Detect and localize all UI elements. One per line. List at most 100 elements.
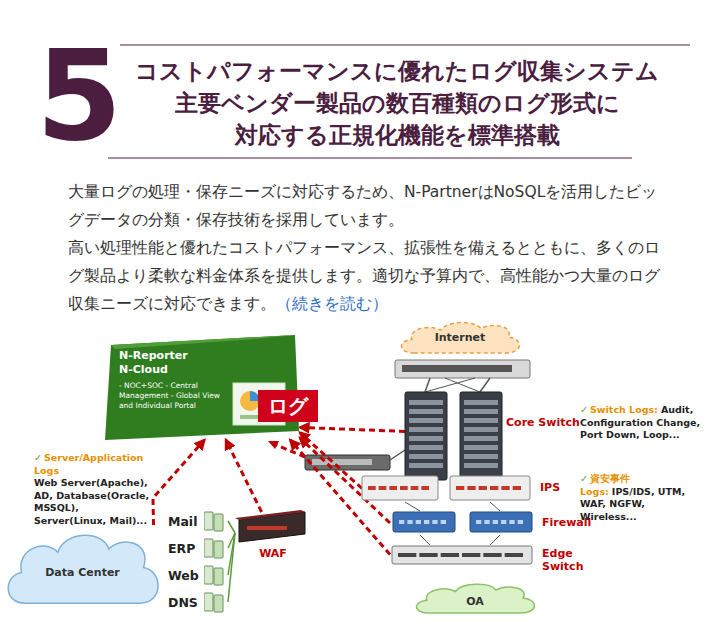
- path-shape: [8, 535, 158, 603]
- log-annotation: ✓Server/Application LogsWeb Server(Apach…: [34, 452, 152, 527]
- rect-shape: [505, 553, 523, 557]
- check-mark: ✓: [34, 452, 42, 463]
- node-label: OA: [466, 589, 484, 608]
- rect-shape: [409, 454, 443, 459]
- rect-shape: [490, 486, 498, 490]
- rect-shape: [450, 476, 530, 500]
- device-node: Core Switch: [405, 390, 582, 482]
- log-flow-line: [274, 444, 305, 457]
- wire: [425, 378, 430, 392]
- rect-shape: [424, 520, 429, 524]
- polygon-shape: [105, 335, 299, 440]
- polygon-shape: [111, 335, 295, 349]
- body-paragraph: 大量ログの処理・保存ニーズに対応するため、N-PartnerはNoSQLを活用し…: [68, 178, 666, 318]
- reporter-panel: N-Reporter N-Cloud - NOC+SOC - Central Ma…: [105, 335, 300, 440]
- server-label: Mail: [168, 514, 204, 529]
- rect-shape: [389, 486, 397, 490]
- rect-shape: [204, 566, 213, 584]
- read-more-link: （続きを読む）: [276, 295, 388, 313]
- rect-shape: [204, 593, 213, 611]
- switch-symbol: [305, 455, 390, 470]
- wire: [390, 450, 405, 460]
- rect-shape: [214, 541, 223, 558]
- rect-shape: [509, 520, 514, 524]
- server-icon: [204, 592, 224, 613]
- rect-shape: [204, 539, 213, 557]
- log-annotation: ✓Switch Logs:Audit, Configuration Change…: [580, 404, 702, 442]
- rect-shape: [501, 486, 509, 490]
- rect-shape: [460, 392, 502, 480]
- rect-shape: [483, 553, 501, 557]
- node-label: N-Reporter N-Cloud: [119, 349, 205, 377]
- arrow-head: [268, 441, 279, 449]
- server-label: ERP: [168, 541, 204, 556]
- server-icon: [204, 511, 224, 532]
- rect-shape: [456, 486, 464, 490]
- path-shape: [401, 323, 519, 353]
- wire: [480, 378, 490, 392]
- node-label: Edge Switch: [542, 547, 586, 573]
- rect-shape: [409, 418, 443, 423]
- log-annotation: ✓資安事件 Logs:IPS/IDS, UTM, WAF, NGFW, Wire…: [580, 473, 702, 523]
- rect-shape: [368, 486, 376, 490]
- device-node: Edge Switch: [390, 545, 590, 577]
- device-node: IPS: [362, 475, 572, 502]
- node-detail: - NOC+SOC - Central Management - Global …: [119, 381, 229, 411]
- rect-shape: [441, 553, 459, 557]
- rect-shape: [416, 520, 421, 524]
- server-node: Web: [168, 564, 228, 586]
- switch-ports: [402, 365, 512, 372]
- rect-shape: [214, 595, 223, 612]
- rect-shape: [464, 418, 498, 423]
- switch-ports: [312, 459, 372, 465]
- rect-shape: [393, 512, 455, 532]
- check-mark: ✓: [580, 404, 588, 415]
- rect-shape: [419, 553, 437, 557]
- rect-shape: [409, 427, 443, 432]
- path-shape: [416, 584, 534, 613]
- rect-shape: [493, 520, 498, 524]
- network-cloud: Data Center: [0, 525, 165, 610]
- server-label: Web: [168, 568, 204, 583]
- log-badge: ログ: [258, 390, 318, 422]
- node-label: Core Switch: [506, 416, 580, 429]
- rect-shape: [464, 427, 498, 432]
- rect-shape: [247, 526, 287, 530]
- rect-shape: [470, 512, 532, 532]
- server-node: DNS: [168, 591, 228, 613]
- network-link: [228, 521, 235, 533]
- server-icon: [204, 565, 224, 586]
- check-mark: ✓: [580, 473, 588, 484]
- rule-line: [108, 157, 632, 159]
- rule-line: [120, 44, 690, 46]
- device-node: Firewall: [390, 511, 593, 535]
- polygon-shape: [235, 510, 305, 520]
- log-flow-arrow: [300, 427, 405, 431]
- rect-shape: [464, 436, 498, 441]
- heading: コストパフォーマンスに優れたログ収集システム 主要ベンダー製品の数百種類のログ形…: [112, 55, 682, 151]
- rect-shape: [518, 520, 523, 524]
- paragraph-text: 大量ログの処理・保存ニーズに対応するため、N-PartnerはNoSQLを活用し…: [68, 178, 666, 234]
- rect-shape: [476, 520, 481, 524]
- wire: [425, 378, 475, 392]
- log-flow-arrow: [226, 440, 262, 512]
- rect-shape: [513, 486, 521, 490]
- wire: [420, 535, 430, 545]
- rect-shape: [204, 512, 213, 530]
- rect-shape: [409, 436, 443, 441]
- wire: [490, 535, 500, 545]
- rect-shape: [421, 486, 429, 490]
- rect-shape: [405, 392, 447, 480]
- rect-shape: [432, 520, 437, 524]
- wire: [405, 502, 420, 511]
- rect-shape: [409, 463, 443, 468]
- rect-shape: [411, 486, 419, 490]
- rect-shape: [409, 445, 443, 450]
- rect-shape: [379, 486, 387, 490]
- node-label: Data Center: [45, 556, 120, 579]
- rect-shape: [362, 476, 438, 500]
- rect-shape: [464, 463, 498, 468]
- rect-shape: [407, 520, 412, 524]
- annotation-heading: Switch Logs:: [590, 404, 658, 415]
- section-number: 5: [36, 34, 122, 158]
